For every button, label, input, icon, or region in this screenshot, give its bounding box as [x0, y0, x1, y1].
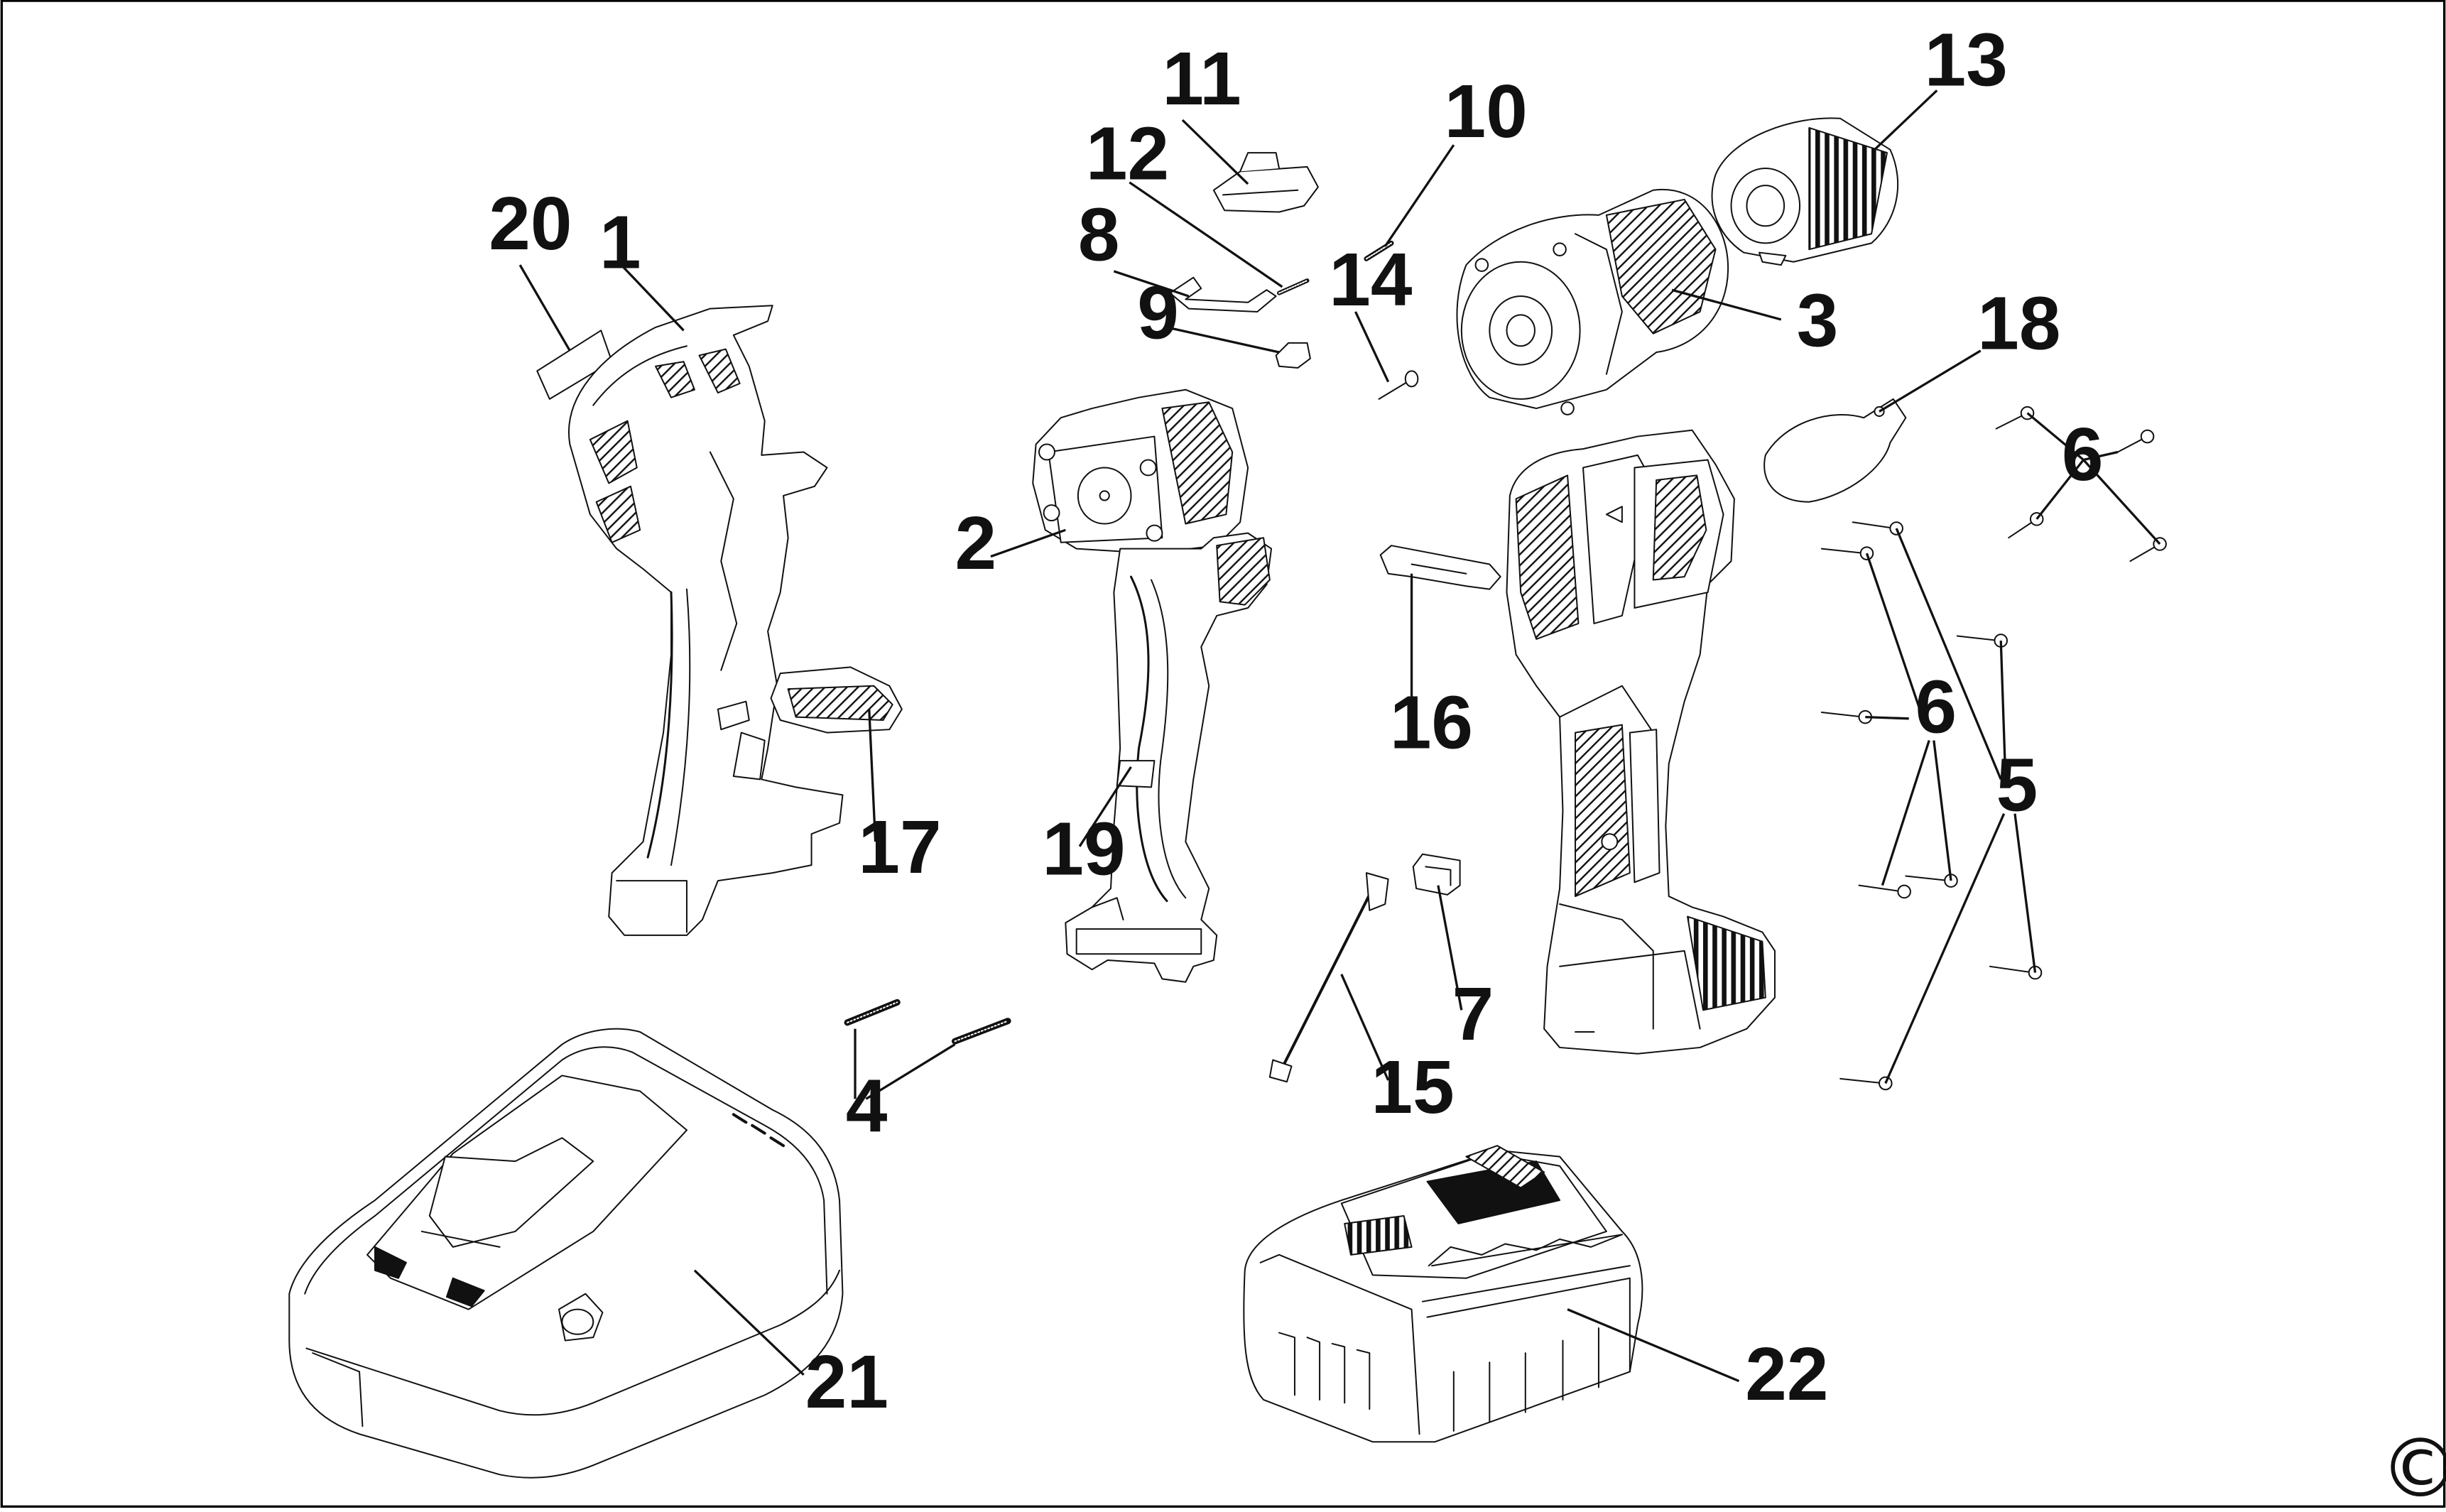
part-13-chuck: [1712, 118, 1898, 265]
label-12: 12: [1086, 112, 1169, 195]
label-18: 18: [1977, 283, 2060, 366]
part-4-pin: [847, 1002, 897, 1023]
label-4: 4: [846, 1065, 888, 1148]
label-22: 22: [1745, 1333, 1828, 1416]
part-14-screw: [1379, 371, 1418, 399]
part-8-wire-clip: [1170, 278, 1276, 312]
label-3: 3: [1797, 279, 1839, 362]
label-9: 9: [1137, 271, 1179, 354]
label-10: 10: [1445, 70, 1528, 153]
part-labels: 1 2 3 4 5 6 6 7 8 9 10 11 12 13 14 15 16…: [489, 19, 2446, 1512]
assembled-drill-housing: [1506, 430, 1775, 1054]
part-16-bracket: [1381, 545, 1501, 589]
part-2-motor-assembly: [1033, 390, 1248, 553]
label-20: 20: [489, 183, 572, 266]
label-6-upper: 6: [2062, 413, 2104, 496]
part-12-spring: [1279, 281, 1308, 293]
part-7-clip: [1413, 854, 1460, 895]
label-14: 14: [1329, 239, 1413, 322]
label-17: 17: [858, 806, 941, 889]
copyright-mark: ©: [2380, 1421, 2446, 1512]
label-5: 5: [1996, 744, 2038, 827]
part-18-tag: [1764, 399, 1906, 502]
part-3-gearbox: [1457, 190, 1728, 415]
label-11: 11: [1162, 38, 1241, 121]
label-8: 8: [1078, 194, 1120, 277]
label-2: 2: [955, 502, 996, 585]
label-19: 19: [1042, 807, 1125, 891]
label-7: 7: [1452, 973, 1494, 1056]
part-19-electronic-module: [1065, 533, 1271, 982]
part-15-lead-wire: [1270, 873, 1388, 1082]
label-13: 13: [1925, 19, 2008, 102]
part-17-switch-pad: [771, 667, 901, 732]
part-21-charger: [289, 1029, 842, 1478]
part-4-pin-b: [955, 1021, 1008, 1042]
leader-lines: [518, 89, 2161, 1383]
label-15: 15: [1371, 1046, 1455, 1129]
part-11-slider: [1214, 153, 1318, 212]
part-9-small-clip: [1276, 343, 1310, 368]
label-21: 21: [805, 1341, 888, 1424]
part-1-left-housing: [569, 305, 842, 935]
label-6-middle: 6: [1915, 666, 1957, 749]
screws-part-6-and-5: [1822, 407, 2166, 1089]
label-16: 16: [1390, 682, 1473, 765]
label-1: 1: [599, 202, 641, 285]
part-10-spring: [1366, 243, 1391, 259]
part-22-battery: [1244, 1146, 1642, 1442]
